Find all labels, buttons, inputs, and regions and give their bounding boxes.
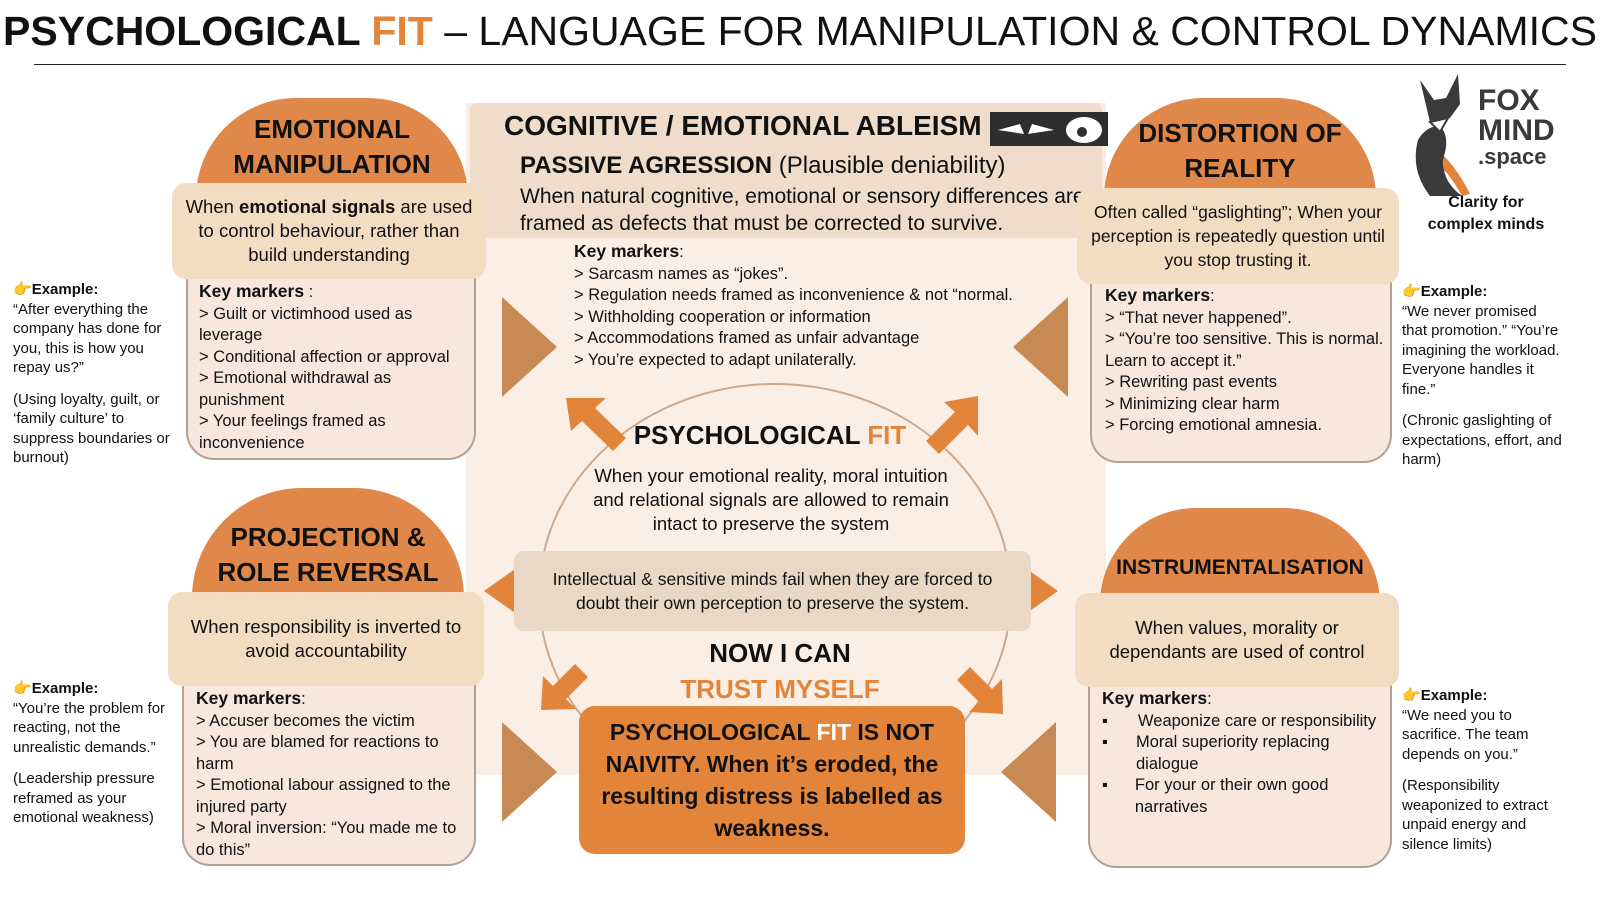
center-title: PSYCHOLOGICAL FIT	[633, 420, 907, 450]
now-i-can: NOW I CAN	[709, 638, 851, 668]
list-item: > You’re expected to adapt unilaterally.	[574, 350, 857, 369]
pointing-hand-icon: 👉	[13, 680, 32, 697]
suspicious-eyes-icon	[990, 112, 1108, 146]
trust-myself: TRUST MYSELF	[680, 674, 880, 704]
emotional-markers: Key markers : > Guilt or victimhood used…	[199, 281, 471, 454]
list-item: > You are blamed for reactions to harm	[196, 733, 439, 773]
list-item: > Moral inversion: “You made me to do th…	[196, 819, 457, 859]
distortion-markers: Key markers: > “That never happened”. > …	[1105, 285, 1385, 437]
pointing-hand-icon: 👉	[1402, 283, 1421, 300]
projection-definition: When responsibility is inverted to avoid…	[168, 592, 484, 686]
distortion-definition: Often called “gaslighting”; When your pe…	[1077, 188, 1399, 284]
distortion-markers-card	[1090, 275, 1392, 463]
triangle-pointer	[1001, 722, 1056, 822]
center-desc: When your emotional reality, moral intui…	[593, 465, 949, 534]
instrumental-markers-card	[1088, 680, 1392, 868]
emotional-example: 👉Example: “After everything the company …	[13, 281, 170, 466]
list-item: > Guilt or victimhood used as leverage	[199, 304, 413, 345]
emotional-markers-card	[186, 270, 476, 460]
list-item: > Emotional withdrawal as punishment	[199, 369, 392, 409]
list-item: > Minimizing clear harm	[1105, 394, 1280, 413]
list-item: > Rewriting past events	[1105, 373, 1277, 391]
projection-example: 👉Example: “You’re the problem for reacti…	[13, 680, 166, 826]
list-item: ▪For your or their own good narratives	[1102, 776, 1329, 816]
instrumental-example: 👉Example: “We need you to sacrifice. The…	[1402, 687, 1548, 853]
projection-title: PROJECTION & ROLE REVERSAL	[192, 488, 464, 598]
brand-name: FOX MIND .space	[1478, 84, 1555, 169]
triangle-pointer	[1013, 297, 1068, 397]
conclusion-box: PSYCHOLOGICAL FIT IS NOT NAIVITY. When i…	[579, 706, 965, 854]
pointing-hand-icon: 👉	[13, 281, 32, 298]
list-item: > Forcing emotional amnesia.	[1105, 416, 1322, 434]
center-insight-box: Intellectual & sensitive minds fail when…	[514, 551, 1031, 631]
instrumental-definition: When values, morality or dependants are …	[1075, 593, 1399, 687]
title-divider	[34, 64, 1566, 65]
list-item: > Conditional affection or approval	[199, 347, 450, 366]
passive-aggression-title: PASSIVE AGRESSION (Plausible deniability…	[520, 152, 1006, 179]
list-item: > Accommodations framed as unfair advant…	[574, 329, 920, 347]
list-item: > “You’re too sensitive. This is normal.…	[1105, 330, 1384, 370]
distortion-title: DISTORTION OF REALITY	[1104, 98, 1376, 198]
list-item: > Your feelings framed as inconvenience	[199, 412, 386, 452]
passive-aggression-desc: When natural cognitive, emotional or sen…	[520, 185, 1085, 235]
list-item: ▪Weaponize care or responsibility	[1102, 711, 1377, 730]
list-item: > Regulation needs framed as inconvenien…	[574, 286, 1013, 304]
instrumental-markers: Key markers: ▪Weaponize care or responsi…	[1102, 688, 1382, 818]
pointing-hand-icon: 👉	[1402, 687, 1421, 704]
projection-markers-card	[182, 676, 476, 866]
fox-icon	[1415, 74, 1470, 196]
emotional-definition: When emotional signals are used to contr…	[172, 183, 486, 279]
list-item: > Accuser becomes the victim	[196, 711, 415, 730]
list-item: > Sarcasm names as “jokes”.	[574, 264, 789, 283]
page-title: PSYCHOLOGICAL FIT – LANGUAGE FOR MANIPUL…	[3, 8, 1597, 54]
list-item: > Withholding cooperation or information	[574, 307, 871, 326]
instrumental-title: INSTRUMENTALISATION	[1100, 508, 1380, 604]
emotional-title: EMOTIONAL MANIPULATION	[196, 98, 468, 198]
projection-markers: Key markers: > Accuser becomes the victi…	[196, 688, 470, 861]
ableism-title: COGNITIVE / EMOTIONAL ABLEISM	[504, 110, 982, 141]
brand-logo: FOX MIND .space Clarity for complex mind…	[1400, 70, 1570, 233]
list-item: > “That never happened”.	[1105, 308, 1292, 327]
passive-markers: Key markers: > Sarcasm names as “jokes”.…	[574, 241, 1074, 371]
triangle-pointer	[502, 297, 557, 397]
list-item: > Emotional labour assigned to the injur…	[196, 776, 451, 816]
brand-tagline: Clarity for complex minds	[1427, 194, 1545, 233]
triangle-pointer	[502, 722, 557, 822]
list-item: ▪Moral superiority replacing dialogue	[1102, 733, 1330, 773]
distortion-example: 👉Example: “We never promised that promot…	[1402, 283, 1562, 468]
